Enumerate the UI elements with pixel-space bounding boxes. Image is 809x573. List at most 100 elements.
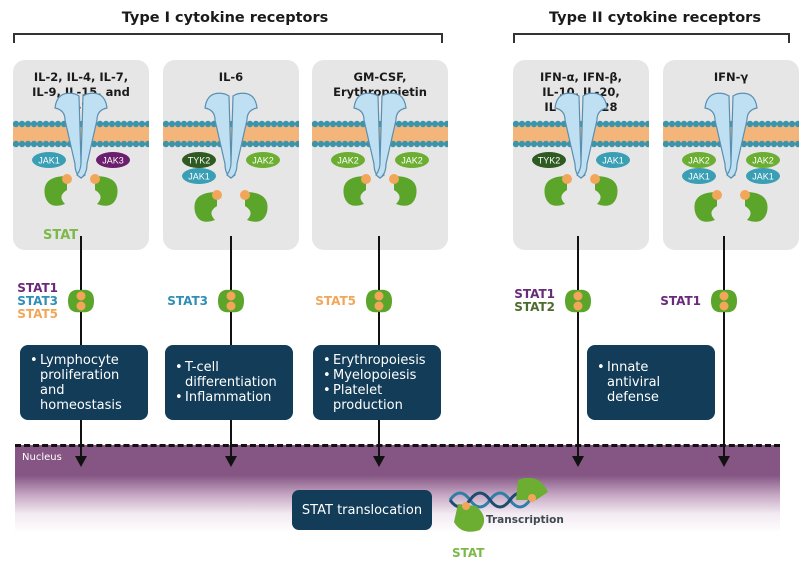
receptor-chain	[226, 92, 258, 179]
stat-label: STAT5	[17, 306, 58, 321]
receptor-graphic: JAK2 JAK1 JAK2 JAK1	[663, 92, 799, 222]
stat-label: STAT1	[514, 287, 555, 301]
receptor-ligands: IL-6	[218, 70, 244, 84]
phosphate	[62, 174, 72, 184]
stat-caption: STAT	[43, 228, 79, 243]
receptor-card: IFN-α, IFN-β, IL-10, IL-20, IL-22, IL-28…	[513, 60, 649, 250]
function-item: T-cell differentiation	[175, 360, 283, 390]
svg-text:JAK1: JAK1	[752, 172, 774, 182]
function-box: Lymphocyte proliferation and homeostasis	[20, 345, 148, 420]
function-box: Innate antiviral defense	[587, 345, 715, 420]
stat-label: STAT1	[17, 280, 58, 295]
stat-monomer-right	[394, 176, 417, 206]
stat-dimer	[711, 289, 737, 313]
phosphate	[90, 174, 100, 184]
cell-membrane	[13, 120, 149, 148]
svg-text:JAK3: JAK3	[102, 156, 124, 166]
function-item: Platelet production	[323, 383, 431, 413]
type-ii-title: Type II cytokine receptors	[549, 10, 761, 26]
stat-label-group: STAT1	[653, 293, 701, 308]
phosphate	[590, 174, 600, 184]
stat-translocation-box: STAT translocation	[292, 490, 432, 530]
receptor-card: IL-2, IL-4, IL-7, IL-9, IL-15, and IL-21…	[13, 60, 149, 250]
nucleus-label: Nucleus	[22, 452, 62, 463]
svg-text:JAK2: JAK2	[252, 156, 274, 166]
function-item: Inflammation	[175, 390, 283, 405]
receptor-graphic: TYK2 JAK1	[513, 92, 649, 206]
receptor-graphic: JAK2 JAK2	[312, 92, 448, 206]
phosphate	[562, 174, 572, 184]
function-item: Erythropoiesis	[323, 353, 431, 368]
receptor-card: IL-6 TYK2 JAK1 JAK2	[163, 60, 299, 250]
phosphate-bottom	[462, 502, 470, 510]
stat-monomer-right	[95, 176, 118, 206]
phosphate	[712, 190, 722, 200]
nuclear-membrane	[15, 444, 780, 447]
function-item: Myelopoiesis	[323, 368, 431, 383]
receptor-chain	[76, 92, 108, 179]
receptor-chain	[375, 92, 407, 179]
stat-dimer	[218, 289, 244, 313]
receptor-chain	[576, 92, 608, 179]
function-item: Lymphocyte proliferation and homeostasis	[30, 353, 138, 413]
kinase-jak2: JAK2	[331, 152, 365, 168]
function-box: T-cell differentiationInflammation	[165, 345, 293, 420]
stat-monomer-right	[595, 176, 618, 206]
svg-text:JAK2: JAK2	[337, 156, 359, 166]
kinase-jak1: JAK1	[596, 152, 630, 168]
type-ii-bracket	[513, 33, 790, 43]
stat-dimer	[565, 289, 591, 313]
receptor-ligands: GM-CSF, Erythropoietin	[333, 70, 427, 99]
stat-protein-top	[516, 478, 548, 500]
stat-monomer-left	[544, 176, 567, 206]
svg-text:JAK1: JAK1	[38, 156, 60, 166]
receptor-ligands: IFN-γ	[713, 70, 749, 84]
type-i-bracket	[13, 33, 443, 43]
stat-monomer-left	[194, 192, 217, 222]
arrowhead-icon	[225, 456, 237, 467]
stat-dimer	[366, 289, 392, 313]
phosphate	[740, 190, 750, 200]
receptor-card: GM-CSF, Erythropoietin JAK2 JAK2	[312, 60, 448, 250]
stat-monomer-left	[44, 176, 67, 206]
stat-monomer-left	[694, 192, 717, 222]
kinase-jak1: JAK1	[32, 152, 66, 168]
kinase-jak1: JAK1	[746, 168, 780, 184]
arrowhead-icon	[718, 456, 730, 467]
phosphate	[389, 174, 399, 184]
cell-membrane	[312, 120, 448, 148]
arrowhead-icon	[373, 456, 385, 467]
stat-caption-bottom: STAT	[452, 546, 485, 560]
stat-label-group: STAT5	[308, 294, 356, 308]
stat-label: STAT1	[660, 293, 701, 308]
phosphate	[240, 190, 250, 200]
phosphate	[361, 174, 371, 184]
arrowhead-icon	[572, 456, 584, 467]
stat-label: STAT3	[167, 293, 208, 308]
kinase-jak3: JAK3	[96, 152, 130, 168]
svg-text:JAK1: JAK1	[688, 172, 710, 182]
signal-arrow-line	[723, 236, 725, 456]
svg-text:JAK1: JAK1	[602, 156, 624, 166]
dna-transcription-graphic	[448, 478, 548, 532]
function-item: Innate antiviral defense	[597, 360, 705, 405]
kinase-jak2: JAK2	[246, 152, 280, 168]
kinase-jak2: JAK2	[395, 152, 429, 168]
stat-protein-bottom	[454, 504, 485, 532]
stat-label: STAT3	[17, 293, 58, 308]
stat-monomer-right	[745, 192, 768, 222]
kinase-tyk2: TYK2	[532, 152, 566, 168]
svg-text:JAK2: JAK2	[752, 156, 774, 166]
arrowhead-icon	[75, 456, 87, 467]
transcription-label: Transcription	[486, 514, 564, 526]
kinase-tyk2: TYK2	[182, 152, 216, 168]
svg-text:JAK2: JAK2	[401, 156, 423, 166]
phosphate-top	[528, 494, 536, 502]
kinase-jak1: JAK1	[682, 168, 716, 184]
function-box: ErythropoiesisMyelopoiesisPlatelet produ…	[313, 345, 441, 420]
phosphate	[212, 190, 222, 200]
kinase-jak2: JAK2	[746, 152, 780, 168]
svg-text:TYK2: TYK2	[538, 156, 561, 166]
